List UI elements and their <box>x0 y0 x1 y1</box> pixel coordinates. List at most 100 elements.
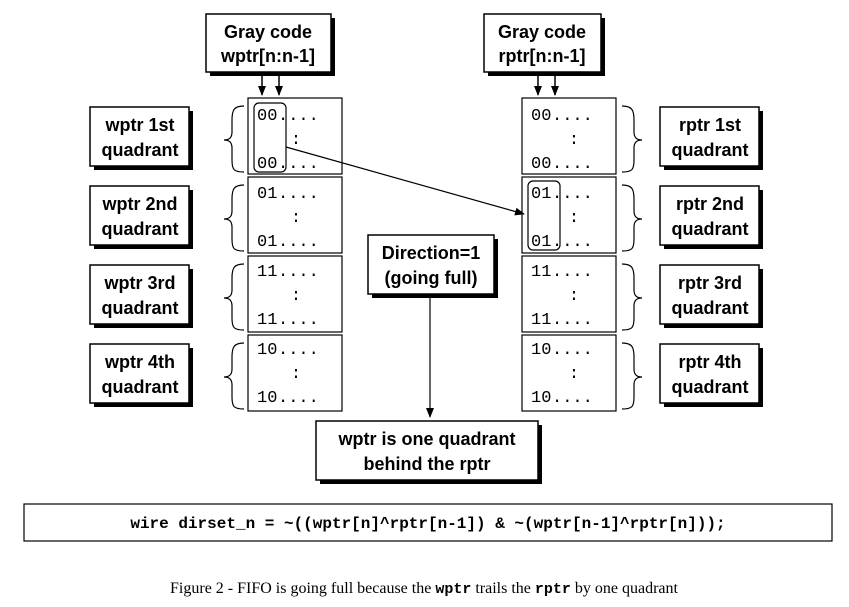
wptr-q1-brace <box>223 105 245 173</box>
wptr-q3-bottom-dots: .... <box>278 311 319 330</box>
rptr-q4-bottom-bits: 10 <box>531 389 551 408</box>
wptr-q3-brace <box>223 263 245 331</box>
wptr-q3-bottom-bits: 11 <box>257 311 277 330</box>
caption-part3: by one quadrant <box>571 580 679 597</box>
wptr-q2-bottom-dots: .... <box>278 233 319 252</box>
wptr-q1-label-line1: wptr 1st <box>104 115 174 135</box>
caption-part2: trails the <box>471 580 535 597</box>
direction-box: Direction=1 (going full) <box>367 234 498 298</box>
caption-part1: Figure 2 - FIFO is going full because th… <box>170 580 435 597</box>
rptr-q3-label-line1: rptr 3rd <box>678 273 742 293</box>
figure-caption: Figure 2 - FIFO is going full because th… <box>170 580 679 598</box>
wptr-q1-bottom-bits: 00 <box>257 155 277 174</box>
wptr-q4-bottom-dots: .... <box>278 389 319 408</box>
rptr-quadrant-2: 01 .... : 01 .... <box>521 176 617 254</box>
rptr-quadrant-column: 00 .... : 00 .... 01 .... : 01 .... 11 .… <box>521 97 617 412</box>
wptr-q3-label-line1: wptr 3rd <box>103 273 175 293</box>
wptr-q3-top-bits: 11 <box>257 263 277 282</box>
wptr-q3-top-dots: .... <box>278 263 319 282</box>
wptr-msb-highlight <box>253 102 287 173</box>
rptr-q2-top-dots: .... <box>552 185 593 204</box>
rptr-q2-top-bits: 01 <box>531 185 551 204</box>
wptr-q2-top-bits: 01 <box>257 185 277 204</box>
rptr-q2-brace <box>621 184 643 252</box>
rptr-q1-top-bits: 00 <box>531 107 551 126</box>
rptr-msb-highlight <box>527 180 561 251</box>
rptr-q4-brace <box>621 342 643 410</box>
rptr-q4-label-line1: rptr 4th <box>679 352 742 372</box>
code-box: wire dirset_n = ~((wptr[n]^rptr[n-1]) & … <box>23 503 833 542</box>
wptr-q2-brace <box>223 184 245 252</box>
wptr-q4-label-line1: wptr 4th <box>104 352 175 372</box>
rptr-q1-mid: : <box>569 131 579 150</box>
wptr-q3-mid: : <box>291 287 301 306</box>
rptr-q2-label-line1: rptr 2nd <box>676 194 744 214</box>
direction-line1: Direction=1 <box>382 243 481 263</box>
wptr-q1-mid: : <box>291 131 301 150</box>
rptr-q4-top-bits: 10 <box>531 341 551 360</box>
result-line1: wptr is one quadrant <box>337 429 515 449</box>
rptr-gray-code-label: Gray code rptr[n:n-1] <box>483 13 605 76</box>
wptr-quadrant-1: 00 .... : 00 .... <box>247 97 343 175</box>
wptr-quadrant-2: 01 .... : 01 .... <box>247 176 343 254</box>
wptr-gray-code-label: Gray code wptr[n:n-1] <box>205 13 335 76</box>
msb-compare-arrow <box>285 146 525 216</box>
rptr-q3-top-bits: 11 <box>531 263 551 282</box>
rptr-q4-label-line2: quadrant <box>671 377 748 397</box>
result-box: wptr is one quadrant behind the rptr <box>315 420 542 484</box>
wptr-q4-label-line2: quadrant <box>101 377 178 397</box>
rptr-q4-bottom-dots: .... <box>552 389 593 408</box>
rptr-braces <box>621 105 643 410</box>
rptr-q3-bottom-bits: 11 <box>531 311 551 330</box>
wptr-q3-label-line2: quadrant <box>101 298 178 318</box>
caption-rptr: rptr <box>535 581 571 598</box>
wptr-q2-label: wptr 2nd quadrant <box>89 185 193 249</box>
rptr-q2-bottom-dots: .... <box>552 233 593 252</box>
wptr-q2-mid: : <box>291 209 301 228</box>
caption-wptr: wptr <box>435 581 471 598</box>
wptr-gray-code-line1: Gray code <box>224 22 312 42</box>
rptr-q2-label: rptr 2nd quadrant <box>659 185 763 249</box>
rptr-q3-brace <box>621 263 643 331</box>
wptr-q4-top-bits: 10 <box>257 341 277 360</box>
wptr-q4-top-dots: .... <box>278 341 319 360</box>
rptr-quadrant-4: 10 .... : 10 .... <box>521 334 617 412</box>
wptr-q1-label: wptr 1st quadrant <box>89 106 193 170</box>
wptr-braces <box>223 105 245 410</box>
rptr-q2-label-line2: quadrant <box>671 219 748 239</box>
wptr-quadrant-4: 10 .... : 10 .... <box>247 334 343 412</box>
wptr-q1-label-line2: quadrant <box>101 140 178 160</box>
rptr-q1-brace <box>621 105 643 173</box>
rptr-gray-code-line2: rptr[n:n-1] <box>499 46 586 66</box>
wptr-q2-label-line2: quadrant <box>101 219 178 239</box>
rptr-q3-label: rptr 3rd quadrant <box>659 264 763 328</box>
wptr-q4-bottom-bits: 10 <box>257 389 277 408</box>
wptr-q3-label: wptr 3rd quadrant <box>89 264 193 328</box>
rptr-q3-label-line2: quadrant <box>671 298 748 318</box>
rptr-quadrant-labels: rptr 1st quadrant rptr 2nd quadrant rptr… <box>659 106 763 407</box>
wptr-quadrant-labels: wptr 1st quadrant wptr 2nd quadrant wptr… <box>89 106 193 407</box>
wptr-q4-brace <box>223 342 245 410</box>
rptr-q4-label: rptr 4th quadrant <box>659 343 763 407</box>
rptr-q2-bottom-bits: 01 <box>531 233 551 252</box>
dirset-code-line: wire dirset_n = ~((wptr[n]^rptr[n-1]) & … <box>130 515 725 533</box>
wptr-quadrant-column: 00 .... : 00 .... 01 .... : 01 .... 11 .… <box>247 97 343 412</box>
rptr-quadrant-1: 00 .... : 00 .... <box>521 97 617 175</box>
rptr-q1-label: rptr 1st quadrant <box>659 106 763 170</box>
wptr-q4-label: wptr 4th quadrant <box>89 343 193 407</box>
rptr-q1-bottom-dots: .... <box>552 155 593 174</box>
rptr-q2-mid: : <box>569 209 579 228</box>
rptr-q4-mid: : <box>569 365 579 384</box>
wptr-q1-bottom-dots: .... <box>278 155 319 174</box>
rptr-q1-top-dots: .... <box>552 107 593 126</box>
rptr-quadrant-3: 11 .... : 11 .... <box>521 255 617 333</box>
rptr-q3-top-dots: .... <box>552 263 593 282</box>
rptr-q3-bottom-dots: .... <box>552 311 593 330</box>
rptr-q4-top-dots: .... <box>552 341 593 360</box>
wptr-q1-top-bits: 00 <box>257 107 277 126</box>
rptr-q1-label-line1: rptr 1st <box>679 115 741 135</box>
result-line2: behind the rptr <box>364 454 491 474</box>
rptr-q1-bottom-bits: 00 <box>531 155 551 174</box>
wptr-gray-code-line2: wptr[n:n-1] <box>220 46 315 66</box>
